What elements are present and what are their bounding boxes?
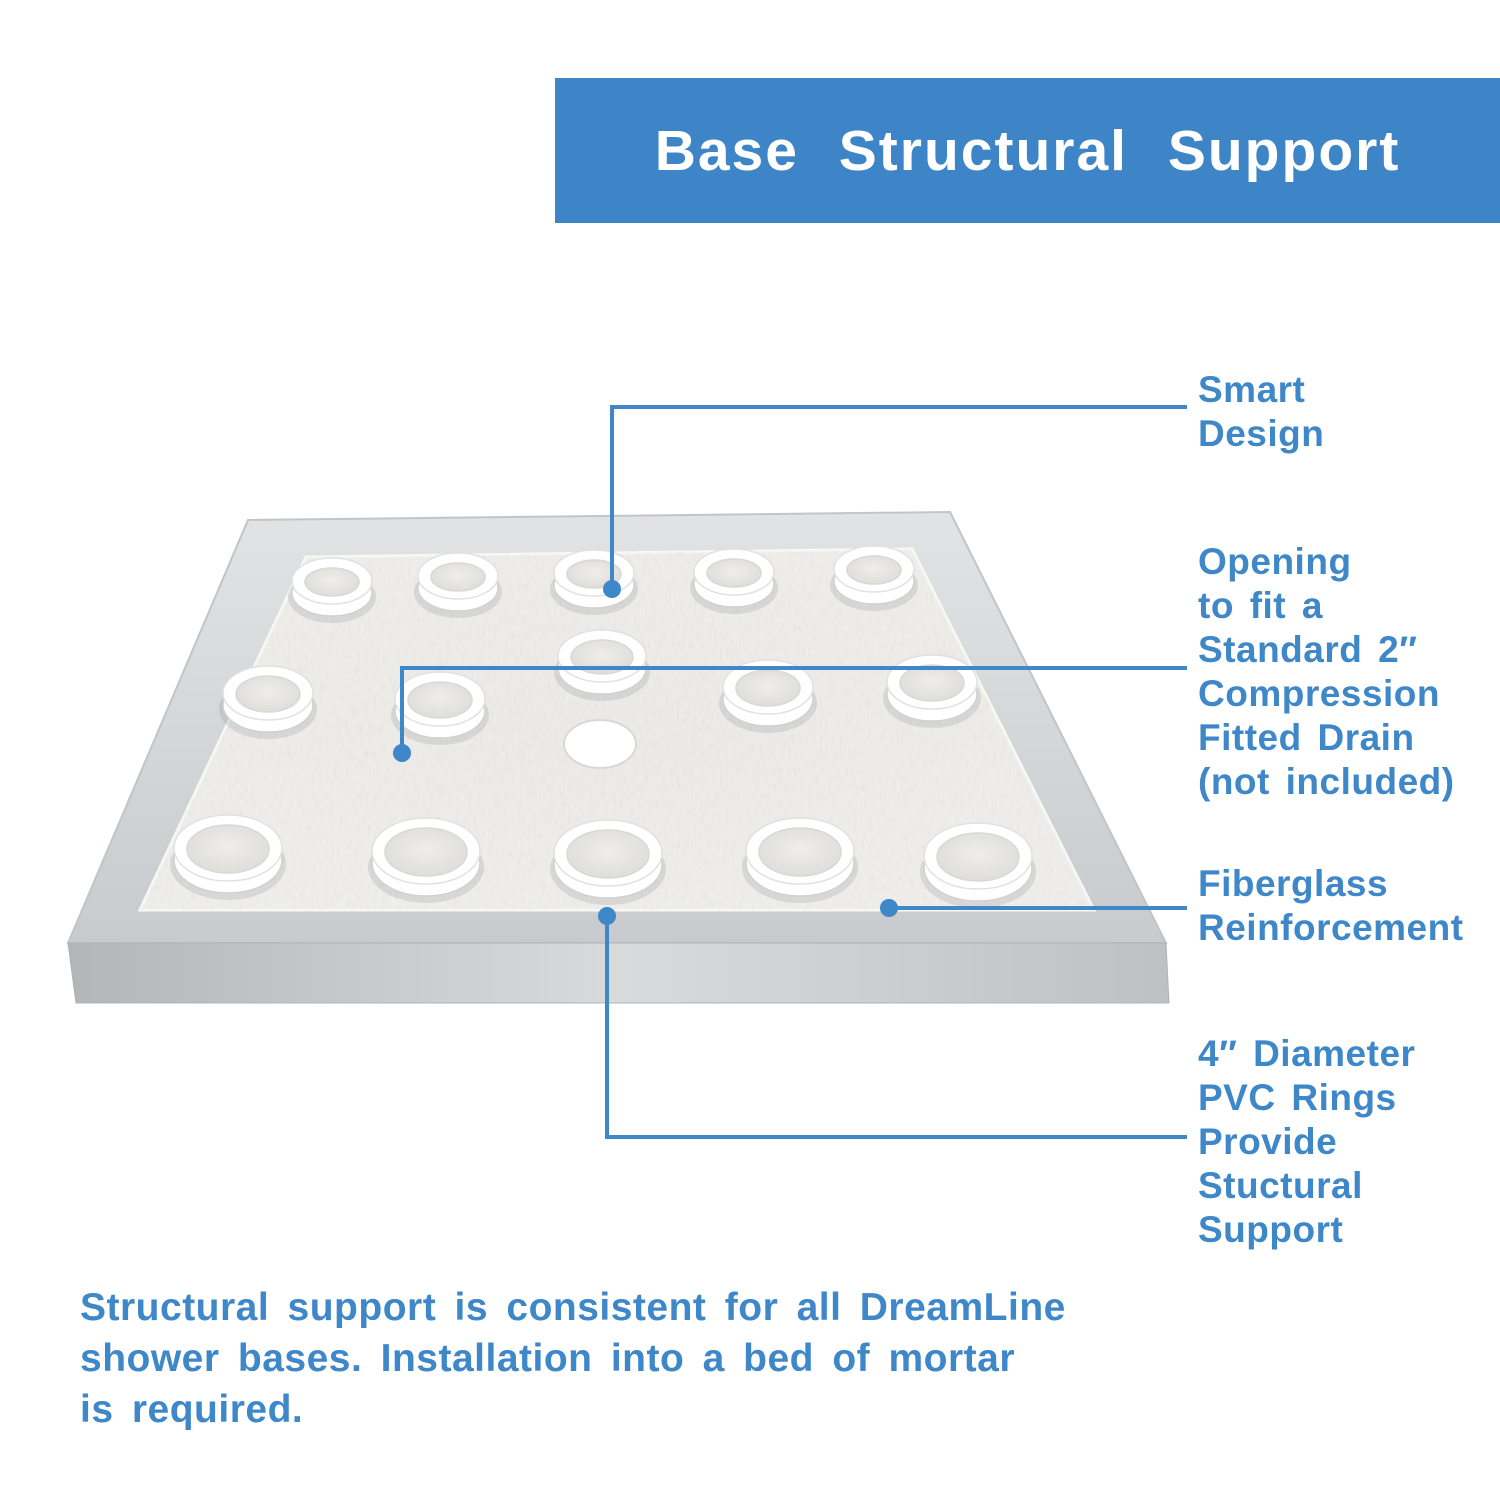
pvc-ring [830,545,918,611]
pan-front-face [67,942,1170,1004]
callout-line-fiberglass [880,899,1187,917]
pvc-ring [883,654,981,728]
drain-opening [563,719,637,769]
header-banner: Base Structural Support [555,78,1500,223]
callout-label-drain-opening: Opening to fit a Standard 2″ Compression… [1198,541,1455,802]
callout-line-drain-opening [393,666,1187,762]
pvc-ring [550,549,638,615]
callout-label-fiberglass: Fiberglass Reinforcement [1198,863,1464,948]
pvc-ring [690,548,778,614]
pvc-ring [368,817,484,903]
pvc-rings-group [170,545,1036,908]
pvc-ring [414,552,502,618]
pvc-ring [920,822,1036,908]
footer-note: Structural support is consistent for all… [80,1286,1066,1431]
callout-line-pvc-rings [598,907,1187,1139]
pvc-ring [219,665,317,739]
pvc-ring [742,817,858,903]
callout-line-smart-design [603,405,1187,598]
pvc-ring [719,659,817,733]
callout-label-smart-design: Smart Design [1198,369,1325,454]
pvc-ring [550,819,666,905]
page-title: Base Structural Support [654,118,1401,183]
pvc-ring [170,814,286,900]
pvc-ring [288,557,376,623]
callout-label-pvc-rings: 4″ Diameter PVC Rings Provide Stuctural … [1198,1033,1416,1250]
pvc-ring [554,629,650,701]
pvc-ring [391,671,489,745]
